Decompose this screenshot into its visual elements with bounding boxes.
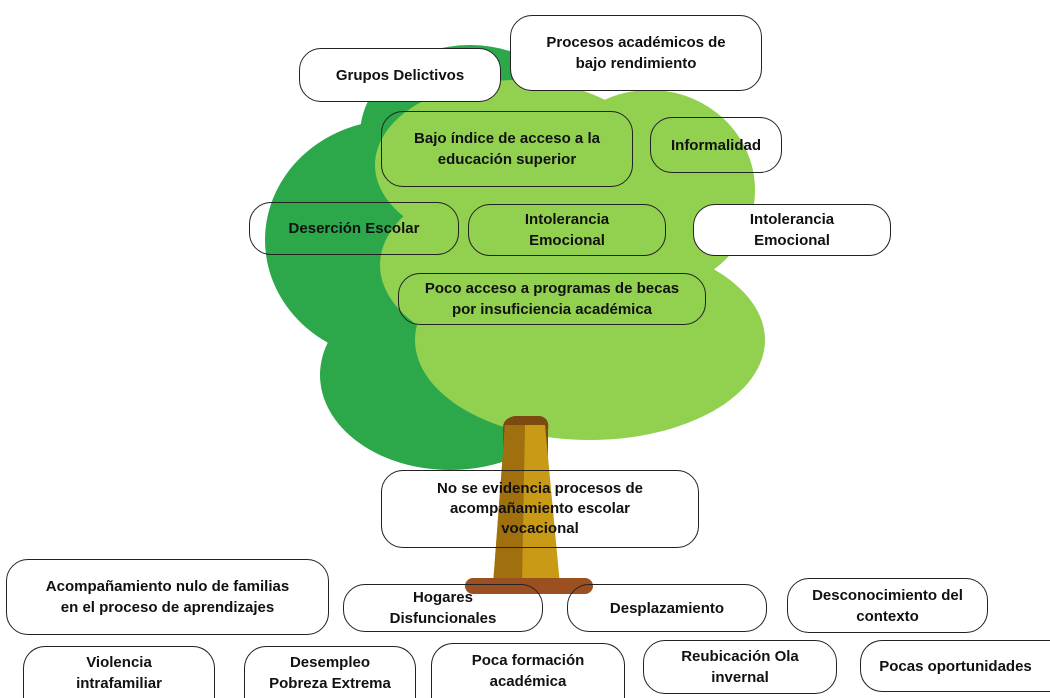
cause-text-desempleo-pobreza: Desempleo Pobreza Extrema xyxy=(269,653,391,692)
cause-box-poca-formacion: Poca formación académica xyxy=(431,643,625,698)
canopy xyxy=(265,45,765,470)
effect-box-procesos-academicos: Procesos académicos de bajo rendimiento xyxy=(510,15,762,91)
cause-text-poca-formacion: Poca formación académica xyxy=(471,652,585,690)
central-problem-text: No se evidencia procesos de acompañamien… xyxy=(437,480,643,537)
effect-text-intolerancia-emocional-center: Intolerancia Emocional xyxy=(524,211,610,249)
cause-box-desplazamiento: Desplazamiento xyxy=(567,584,767,632)
effect-box-intolerancia-emocional-right: Intolerancia Emocional xyxy=(693,204,891,256)
effect-box-desercion-escolar: Deserción Escolar xyxy=(249,202,459,255)
effect-text-bajo-indice: Bajo índice de acceso a la educación sup… xyxy=(414,130,600,168)
effect-box-informalidad: Informalidad xyxy=(650,117,782,173)
cause-box-desconocimiento-contexto: Desconocimiento del contexto xyxy=(787,578,988,633)
cause-text-desconocimiento-contexto: Desconocimiento del contexto xyxy=(812,586,963,625)
cause-box-reubicacion-ola-invernal: Reubicación Ola invernal xyxy=(643,640,837,694)
cause-text-violencia-intrafamiliar: Violencia intrafamiliar xyxy=(76,653,162,692)
effect-text-grupos-delictivos: Grupos Delictivos xyxy=(335,66,465,84)
cause-text-reubicacion-ola-invernal: Reubicación Ola invernal xyxy=(681,648,799,686)
central-problem-box: No se evidencia procesos de acompañamien… xyxy=(381,470,699,548)
cause-box-violencia-intrafamiliar: Violencia intrafamiliar xyxy=(23,646,215,698)
effect-text-intolerancia-emocional-right: Intolerancia Emocional xyxy=(749,211,835,249)
effect-text-informalidad: Informalidad xyxy=(670,136,761,154)
effect-text-procesos-academicos: Procesos académicos de bajo rendimiento xyxy=(546,34,726,72)
effect-box-bajo-indice: Bajo índice de acceso a la educación sup… xyxy=(381,111,633,187)
effect-box-grupos-delictivos: Grupos Delictivos xyxy=(299,48,501,102)
effect-text-poco-acceso-becas: Poco acceso a programas de becas por ins… xyxy=(424,280,680,318)
cause-box-hogares-disfuncionales: Hogares Disfuncionales xyxy=(343,584,543,632)
cause-box-acompanamiento-nulo: Acompañamiento nulo de familias en el pr… xyxy=(6,559,329,635)
cause-text-pocas-oportunidades: Pocas oportunidades xyxy=(879,657,1032,675)
effect-box-poco-acceso-becas: Poco acceso a programas de becas por ins… xyxy=(398,273,706,325)
cause-box-pocas-oportunidades: Pocas oportunidades xyxy=(860,640,1050,692)
cause-text-desplazamiento: Desplazamiento xyxy=(609,599,725,617)
cause-text-acompanamiento-nulo: Acompañamiento nulo de familias en el pr… xyxy=(45,578,290,616)
trunk-highlight xyxy=(493,425,525,585)
canopy-light-bottom xyxy=(415,240,765,440)
cause-box-desempleo-pobreza: Desempleo Pobreza Extrema xyxy=(244,646,416,698)
cause-text-hogares-disfuncionales: Hogares Disfuncionales xyxy=(389,589,497,627)
effect-text-desercion-escolar: Deserción Escolar xyxy=(288,220,420,237)
effect-box-intolerancia-emocional-center: Intolerancia Emocional xyxy=(468,204,666,256)
